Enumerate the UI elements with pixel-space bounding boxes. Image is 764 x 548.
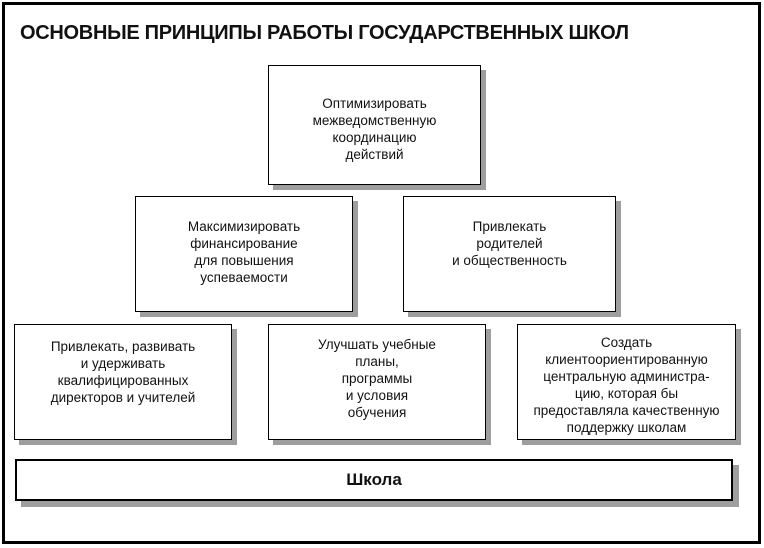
box-optimize-coordination: Оптимизировать межведомственную координа… [268, 65, 481, 185]
box-client-oriented-administration: Создать клиентоориентированную центральн… [517, 324, 736, 440]
box-improve-curriculum: Улучшать учебные планы, программы и усло… [268, 324, 486, 440]
page-title: ОСНОВНЫЕ ПРИНЦИПЫ РАБОТЫ ГОСУДАРСТВЕННЫХ… [20, 22, 629, 44]
box-school-base: Школа [15, 459, 733, 501]
box-engage-parents: Привлекать родителей и общественность [403, 196, 616, 312]
box-maximize-funding: Максимизировать финансирование для повыш… [135, 196, 353, 312]
box-retain-teachers: Привлекать, развивать и удерживать квали… [14, 324, 232, 440]
